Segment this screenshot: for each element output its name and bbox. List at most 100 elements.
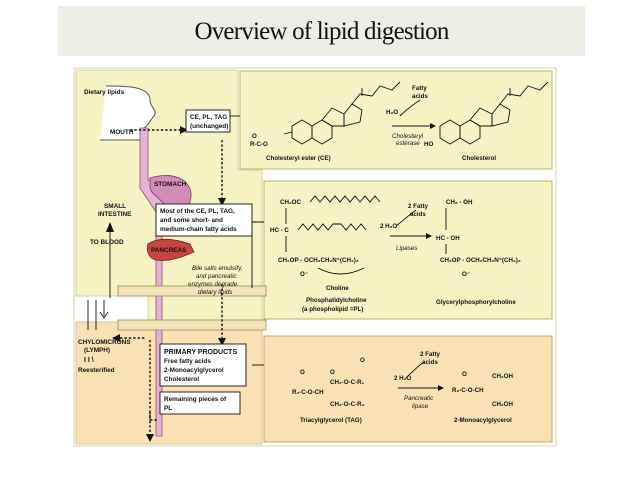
pl-fatty-acids-1: 2 Fatty bbox=[408, 203, 429, 210]
pl-water: 2 H₂O bbox=[380, 223, 397, 230]
cholesterol-panel bbox=[239, 70, 553, 170]
bile-line-3: enzymes degrade bbox=[188, 281, 238, 288]
absorption-flow bbox=[149, 340, 158, 421]
to-blood-arrow bbox=[106, 222, 114, 232]
ce-carbonyl-o: O bbox=[252, 133, 257, 140]
mag-top: CH₂OH bbox=[492, 373, 513, 380]
mag-mid: R₂-C-O-CH bbox=[452, 387, 484, 394]
pl-r-hcoh: HC - OH bbox=[436, 235, 460, 242]
to-blood-label: TO BLOOD bbox=[90, 239, 124, 246]
most-of-line-1: Most of the CE, PL, TAG, bbox=[160, 208, 235, 215]
pl-ch2op: CH₂OP - OCH₂CH₂N⁺(CH₃)₃ bbox=[278, 257, 359, 264]
unchanged-line-2: (unchanged) bbox=[190, 123, 228, 130]
stomach-label: STOMACH bbox=[154, 181, 187, 188]
mag-bot: CH₂OH bbox=[492, 401, 513, 408]
tag-fatty-acids-1: 2 Fatty bbox=[420, 351, 441, 358]
intestine-flow-arrow bbox=[218, 338, 226, 346]
primary-products-line-3: Cholesterol bbox=[164, 376, 199, 383]
pl-lipases: Lipases bbox=[396, 245, 417, 252]
remaining-line-2: PL bbox=[164, 405, 172, 412]
primary-products-heading: PRIMARY PRODUCTS bbox=[164, 349, 237, 356]
pancreas-label: PANCREAS bbox=[151, 247, 187, 254]
bile-line-1: Bile salts emulsify, bbox=[192, 265, 242, 272]
remaining-line-1: Remaining pieces of bbox=[164, 396, 227, 403]
dietary-lipids-label: Dietary lipids bbox=[84, 89, 125, 96]
section-bar-upper bbox=[117, 285, 267, 297]
most-of-line-2: and some short- and bbox=[160, 217, 223, 224]
tag-o-3: O bbox=[360, 357, 365, 364]
pl-hcc: HC - C bbox=[270, 227, 289, 234]
chylomicrons-label: CHYLOMICRONS bbox=[78, 339, 131, 346]
remaining-box bbox=[159, 391, 241, 415]
ce-reaction-arrowhead bbox=[430, 123, 436, 129]
page-title: Overview of lipid digestion bbox=[194, 18, 449, 45]
primary-products-line-2: 2-Monoacylglycerol bbox=[164, 367, 224, 374]
cholesterol-structure bbox=[439, 81, 549, 145]
tag-o-1: O bbox=[300, 369, 305, 376]
unchanged-box bbox=[185, 109, 231, 133]
most-of-line-3: medium-chain fatty acids bbox=[160, 226, 237, 233]
reesterified-label: Reesterified bbox=[78, 367, 115, 374]
tag-reaction-arrowhead bbox=[438, 385, 444, 391]
bile-line-4: dietary lipids bbox=[198, 289, 232, 296]
tag-water: 2 H₂O bbox=[394, 375, 411, 382]
ce-fatty-acids-1: Fatty bbox=[412, 85, 427, 92]
mouth-flow-arrow bbox=[180, 126, 188, 134]
ce-ester-group: R-C-O bbox=[250, 141, 268, 148]
pc-label-2: (a phospholipid =PL) bbox=[302, 306, 363, 313]
pl-reaction-arrowhead bbox=[426, 233, 432, 239]
pl-r-ch2op: CH₂OP - OCH₂CH₂N⁺(CH₃)₃ bbox=[440, 257, 521, 264]
tag-fatty-acid-branch bbox=[405, 361, 425, 379]
bile-line-2: and pancreatic bbox=[196, 273, 237, 280]
tag-o-2: O bbox=[330, 369, 335, 376]
choline-label: Choline bbox=[326, 285, 349, 292]
section-bar-lower bbox=[117, 319, 267, 331]
pl-r-ch2oh: CH₂ - OH bbox=[446, 199, 473, 206]
mag-o: O bbox=[462, 371, 467, 378]
primary-products-box bbox=[159, 343, 247, 387]
stomach-flow-arrow bbox=[218, 198, 226, 206]
tag-label: Triacylglycerol (TAG) bbox=[300, 417, 362, 424]
tag-panel bbox=[263, 335, 553, 443]
exit-flow-arrow bbox=[146, 434, 154, 442]
mag-label: 2-Monoacylglycerol bbox=[454, 417, 512, 424]
most-of-box bbox=[155, 203, 253, 237]
cholesteryl-ester-structure bbox=[283, 81, 401, 145]
head-silhouette bbox=[100, 85, 156, 141]
lymph-label: (LYMPH) bbox=[84, 347, 110, 354]
title-bar: Overview of lipid digestion bbox=[58, 6, 585, 56]
ce-enzyme-2: esterase bbox=[396, 140, 420, 147]
pl-r-ominus: O⁻ bbox=[462, 271, 470, 278]
phospholipid-panel bbox=[263, 180, 553, 320]
pc-label-1: Phosphatidylcholine bbox=[306, 297, 367, 304]
small-intestine-label-1: SMALL bbox=[104, 203, 126, 210]
lymph-arrow bbox=[99, 300, 109, 319]
lymph-marks: I I \ bbox=[84, 357, 94, 364]
pancreas-shape bbox=[146, 239, 195, 261]
ce-label: Cholesteryl ester (CE) bbox=[266, 155, 331, 162]
pl-chain-2 bbox=[297, 223, 367, 231]
unchanged-line-1: CE, PL, TAG bbox=[190, 114, 227, 121]
tag-r2: R₂-C-O-CH bbox=[292, 389, 324, 396]
tag-r1: CH₂-O-C-R₁ bbox=[330, 379, 365, 386]
pl-chain-1 bbox=[309, 195, 381, 203]
reesterified-arrow bbox=[112, 334, 120, 342]
ce-fatty-acid-branch bbox=[399, 99, 421, 117]
small-intestine-label-2: INTESTINE bbox=[98, 211, 132, 218]
ce-fatty-acids-2: acids bbox=[412, 93, 428, 100]
tag-enzyme-1: Pancreatic bbox=[404, 395, 434, 402]
tag-r3: CH₂-O-C-R₃ bbox=[330, 401, 365, 408]
tag-fatty-acids-2: acids bbox=[422, 359, 438, 366]
pl-fatty-acid-branch bbox=[395, 209, 417, 227]
gpc-label: Glycerylphosphorylcholine bbox=[436, 299, 516, 306]
pl-ominus: O⁻ bbox=[300, 271, 308, 278]
cholesterol-label: Cholesterol bbox=[462, 155, 496, 162]
cholesterol-ho: HO bbox=[424, 141, 433, 148]
ce-enzyme-1: Cholesteryl bbox=[392, 133, 424, 140]
primary-products-line-1: Free fatty acids bbox=[164, 358, 211, 365]
pl-fatty-acids-2: acids bbox=[410, 211, 426, 218]
choline-brace bbox=[317, 267, 365, 275]
pl-ch2oc: CH₂OC bbox=[280, 199, 301, 206]
mouth-label: MOUTH bbox=[110, 129, 134, 136]
